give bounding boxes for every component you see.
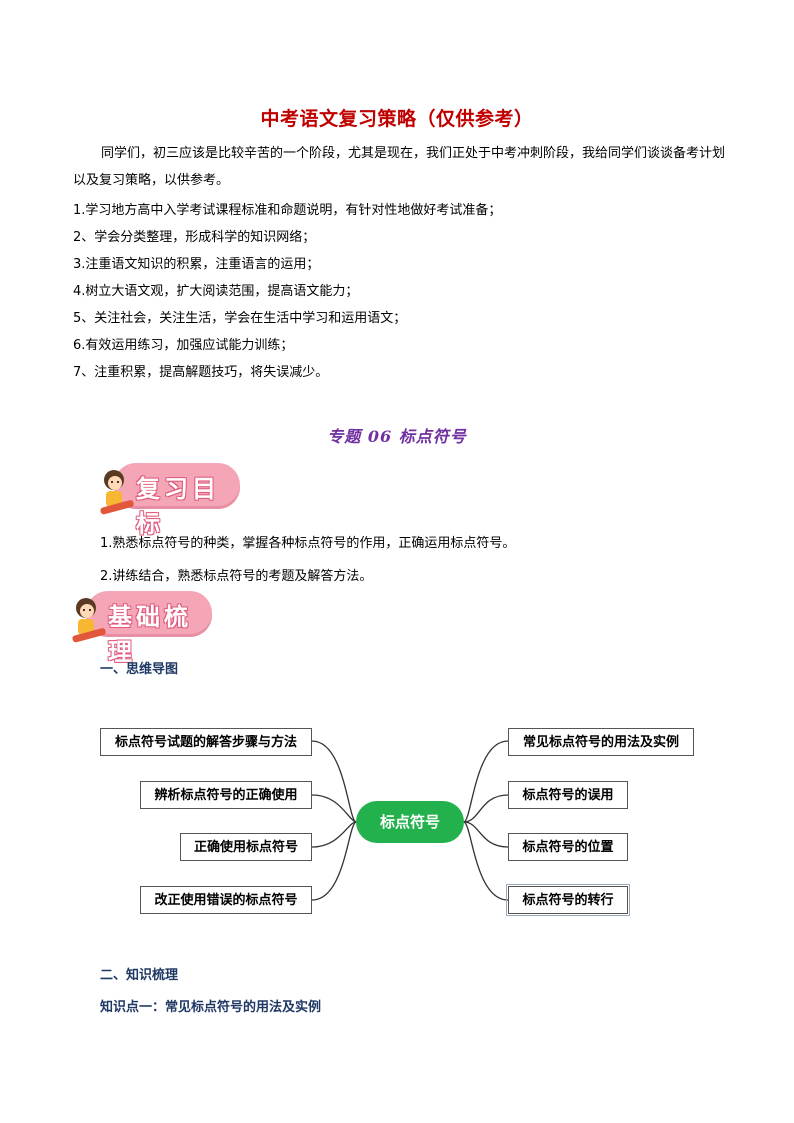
mindmap-node-left-1: 标点符号试题的解答步骤与方法 (100, 728, 312, 756)
girl-mascot-icon (72, 598, 106, 643)
strategy-item: 7、注重积累，提高解题技巧，将失误减少。 (73, 365, 329, 380)
intro-paragraph: 同学们，初三应该是比较辛苦的一个阶段，尤其是现在，我们正处于中考冲刺阶段，我给同… (73, 146, 726, 188)
mindmap-center-node: 标点符号 (356, 801, 464, 843)
basics-badge-bg: 基础梳理 (86, 591, 212, 666)
mindmap-node-left-2: 辨析标点符号的正确使用 (140, 781, 312, 809)
strategy-item: 1.学习地方高中入学考试课程标准和命题说明，有针对性地做好考试准备； (73, 203, 502, 218)
section-knowledge-heading: 二、知识梳理 (100, 968, 179, 983)
strategy-item: 5、关注社会，关注生活，学会在生活中学习和运用语文； (73, 311, 407, 326)
strategy-item: 3.注重语文知识的积累，注重语言的运用； (73, 257, 320, 272)
mindmap-node-right-3: 标点符号的位置 (508, 833, 628, 861)
mindmap-node-right-1: 常见标点符号的用法及实例 (508, 728, 694, 756)
mindmap-node-right-4: 标点符号的转行 (506, 884, 630, 916)
goals-badge: 复习目标 (96, 460, 246, 538)
goal-item: 2.讲练结合，熟悉标点符号的考题及解答方法。 (100, 569, 373, 584)
basics-badge-label: 基础梳理 (108, 602, 192, 666)
strategy-item: 6.有效运用练习，加强应试能力训练； (73, 338, 294, 353)
goals-badge-bg: 复习目标 (114, 463, 240, 538)
girl-mascot-icon (100, 470, 134, 515)
strategy-item: 2、学会分类整理，形成科学的知识网络； (73, 230, 316, 245)
page-title: 中考语文复习策略（仅供参考） (260, 108, 534, 130)
mindmap-node-left-3: 正确使用标点符号 (180, 833, 312, 861)
section-mindmap-heading: 一、思维导图 (100, 662, 179, 677)
mindmap-node-left-4: 改正使用错误的标点符号 (140, 886, 312, 914)
basics-badge: 基础梳理 (68, 588, 228, 666)
goals-badge-label: 复习目标 (136, 474, 220, 538)
strategy-item: 4.树立大语文观，扩大阅读范围，提高语文能力； (73, 284, 359, 299)
goal-item: 1.熟悉标点符号的种类，掌握各种标点符号的作用，正确运用标点符号。 (100, 536, 516, 551)
mindmap-node-right-2: 标点符号的误用 (508, 781, 628, 809)
knowledge-point-1-heading: 知识点一：常见标点符号的用法及实例 (100, 1000, 322, 1015)
subject-title: 专题 06 标点符号 (327, 427, 467, 446)
